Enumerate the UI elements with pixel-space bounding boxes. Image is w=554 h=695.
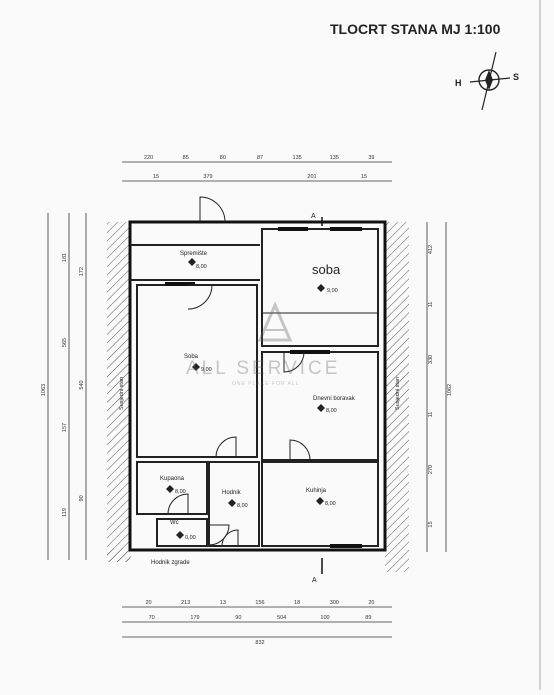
label-susjedni-stan-right: Susjedni stan [395,377,401,410]
dimension-label-top: 85 [183,155,189,161]
dimension-lines [47,161,447,638]
interior-walls [130,228,379,547]
room-name-hodnik: Hodnik [222,490,242,496]
dimension-label-left: 181 [62,253,68,262]
dimension-label-left: 540 [79,380,85,389]
dimension-label-right: 15 [428,521,434,527]
dimension-label-bottom: 13 [220,600,226,606]
dimension-label-bottom: 20 [368,600,374,606]
dimension-label-bottom: 90 [235,615,241,621]
level-marker-icon [188,258,196,266]
level-markers [166,258,325,539]
dimension-label-top: 15 [361,174,367,180]
room-name-soba-top: soba [312,262,341,277]
dimension-label-bottom: 156 [255,600,264,606]
level-marker-icon [166,485,174,493]
room-area-hodnik: 8,00 [237,503,248,509]
dimension-label-left: 172 [79,267,85,276]
dimension-label-top: 39 [368,155,374,161]
dimension-label-top: 80 [220,155,226,161]
room-name-spremiste: Spremište [180,251,208,257]
compass-rose-icon: H S [455,51,519,111]
watermark-brand: ALL SERVICE [186,358,340,379]
room-name-kupaona: Kupaona [160,476,185,482]
dimension-label-top: 379 [203,174,212,180]
compass-h-label: H [455,78,462,88]
label-susjedni-stan-left: Susjedni stan [119,377,125,410]
dimension-label-bottom: 70 [149,615,155,621]
room-area-spremiste: 8,00 [196,264,207,270]
plan-title: TLOCRT STANA MJ 1:100 [330,21,501,37]
watermark: ALL SERVICE ONE PLACE FOR ALL [186,301,340,387]
dimension-label-right: 270 [428,465,434,474]
room-name-dnevni: Dnevni boravak [313,396,356,402]
dimension-label-top: 135 [293,155,302,161]
outer-walls [128,220,387,552]
watermark-tagline: ONE PLACE FOR ALL [232,381,300,387]
level-marker-icon [228,499,236,507]
svg-text:A: A [311,213,316,220]
level-marker-icon [317,404,325,412]
dimension-label-left-total: 1063 [41,384,47,396]
room-labels: Spremište 8,00 soba 9,00 Soba 9,00 Dnevn… [119,251,401,566]
room-area-kuhinja: 8,00 [325,501,336,507]
dimension-label-top: 220 [144,155,153,161]
dimension-label-left: 565 [62,338,68,347]
window-marks [165,227,362,548]
dimension-label-total: 832 [255,640,264,646]
dimension-label-bottom: 18 [294,600,300,606]
dimension-label-right: 330 [428,355,434,364]
exterior-hatch [107,222,409,572]
svg-text:A: A [312,577,317,584]
room-area-soba: 9,00 [201,367,212,373]
dimension-label-bottom: 89 [365,615,371,621]
dimension-label-right: 11 [428,302,434,308]
dimension-label-top: 135 [330,155,339,161]
room-area-kupaona: 8,00 [175,489,186,495]
room-area-wc: 0,00 [185,535,196,541]
dimension-label-right-total: 1062 [447,384,453,396]
room-name-wc: Wc [170,520,179,526]
level-marker-icon [317,284,325,292]
dimension-label-bottom: 179 [190,615,199,621]
door-swings [167,196,311,547]
label-hodnik-zgrade: Hodnik zgrade [151,560,190,566]
level-marker-icon [316,497,324,505]
triangle-logo-icon [257,301,293,342]
dimension-label-top: 87 [257,155,263,161]
dimension-label-right: 412 [428,245,434,254]
dimension-label-left: 119 [62,508,68,517]
dimension-label-left: 157 [62,423,68,432]
dimension-label-bottom: 20 [146,600,152,606]
level-marker-icon [176,531,184,539]
dimension-label-top: 201 [307,174,316,180]
dimension-label-bottom: 100 [320,615,329,621]
dimension-label-top: 15 [153,174,159,180]
dimension-labels: 220 85 80 87 135 135 39 15 379 201 15 20 213 13 156 18 3… [41,155,453,646]
room-name-soba: Soba [184,354,199,360]
dimension-label-left: 90 [79,495,85,501]
compass-s-label: S [513,72,519,82]
room-area-soba-top: 9,00 [327,288,338,294]
section-marker-top: A [311,213,323,226]
section-marker-bottom: A [312,558,323,584]
dimension-label-bottom: 504 [277,615,286,621]
dimension-label-bottom: 300 [330,600,339,606]
dimension-label-right: 11 [428,412,434,418]
dimension-label-bottom: 213 [181,600,190,606]
room-area-dnevni: 8,00 [326,408,337,414]
level-marker-icon [192,363,200,371]
room-name-kuhinja: Kuhinja [306,488,327,494]
